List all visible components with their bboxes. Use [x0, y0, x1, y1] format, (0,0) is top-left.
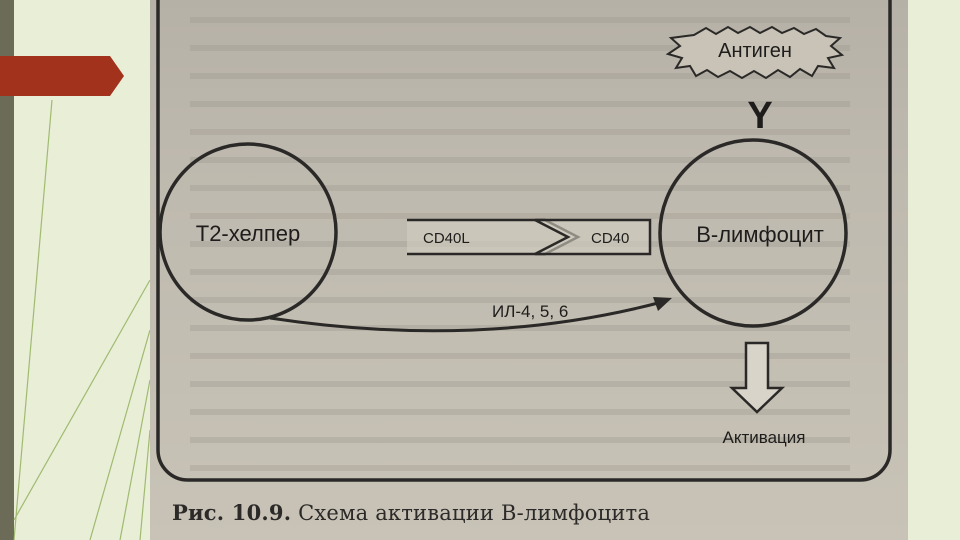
b-lymphocyte-label: В-лимфоцит: [696, 222, 824, 247]
figure-number: Рис. 10.9.: [172, 500, 291, 525]
cd40l-label: CD40L: [423, 230, 470, 247]
accent-arrow-shape: [0, 56, 124, 96]
cytokine-arrowhead: [653, 297, 672, 311]
cytokines-label: ИЛ-4, 5, 6: [492, 302, 568, 321]
figure-title: Схема активации В-лимфоцита: [298, 501, 650, 525]
activation-label: Активация: [723, 428, 806, 447]
antibody-receptor-symbol: Y: [747, 95, 772, 137]
t-helper-label: Т2-хелпер: [196, 221, 300, 246]
activation-diagram: Т2-хелпер В-лимфоцит CD40L CD40 ИЛ-4, 5,…: [150, 0, 908, 540]
figure-caption: Рис. 10.9. Схема активации В-лимфоцита: [172, 500, 650, 525]
textbook-photo: Т2-хелпер В-лимфоцит CD40L CD40 ИЛ-4, 5,…: [150, 0, 908, 540]
antigen-label: Антиген: [718, 40, 792, 62]
cd40-label: CD40: [591, 230, 629, 247]
